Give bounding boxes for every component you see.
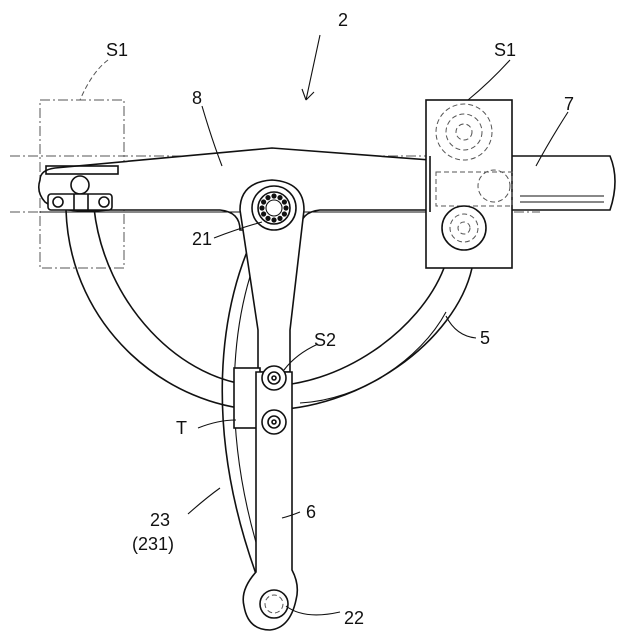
sensor-roller-lower	[262, 410, 286, 434]
label-curve-sub: (231)	[132, 534, 174, 554]
label-shaft: 7	[564, 94, 574, 114]
leader-s1-left	[80, 60, 108, 100]
label-tab: T	[176, 418, 187, 438]
bearing-roller	[265, 195, 270, 200]
bearing-roller	[271, 193, 276, 198]
label-arc-guide: 5	[480, 328, 490, 348]
bearing-roller	[277, 216, 282, 221]
bearing-roller	[283, 205, 288, 210]
right-roller-bottom	[442, 206, 486, 250]
sensor-roller-upper	[262, 366, 286, 390]
bearing-roller	[259, 205, 264, 210]
upper-lever	[240, 180, 304, 372]
bearing-roller	[261, 199, 266, 204]
label-pivot-upper: 21	[192, 229, 212, 249]
bearing-roller	[277, 195, 282, 200]
leader-shaft	[536, 112, 568, 166]
arc-guide-edge	[300, 312, 446, 403]
leader-arc-guide	[446, 316, 476, 338]
label-link-arm: 8	[192, 88, 202, 108]
bearing-roller	[265, 216, 270, 221]
link-arm	[39, 148, 430, 230]
leader-curve	[188, 488, 220, 514]
label-sensor-right: S1	[494, 40, 516, 60]
leader-tab	[198, 420, 236, 428]
bearing-roller	[261, 211, 266, 216]
label-pivot-lower: 22	[344, 608, 364, 628]
label-curve: 23	[150, 510, 170, 530]
label-sensor-mid: S2	[314, 330, 336, 350]
label-lower-link: 6	[306, 502, 316, 522]
leader-s1-right	[468, 60, 510, 100]
bearing-roller	[282, 199, 287, 204]
bearing-roller	[271, 217, 276, 222]
label-assembly: 2	[338, 10, 348, 30]
label-sensor-left: S1	[106, 40, 128, 60]
bearing-roller	[282, 211, 287, 216]
assembly-arrow	[302, 35, 320, 100]
